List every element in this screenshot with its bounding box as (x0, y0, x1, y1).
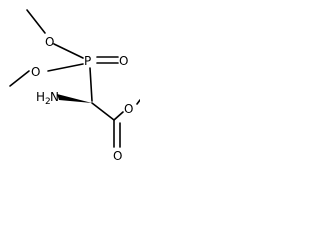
atom-n-subscript: 2 (45, 97, 51, 107)
atom-o-carbonyl: O (113, 149, 122, 163)
bond-carbonyl-carbon-o-ester (113, 111, 124, 121)
atom-n-prefix-h: H (36, 90, 45, 104)
bond-o-methoxy-1-p (53, 43, 84, 59)
bond-alpha-carbon-carbonyl-carbon (91, 102, 115, 121)
chemical-structure: O O P O H 2 N O O (9, 9, 140, 163)
atom-o-ester: O (124, 102, 133, 116)
atom-o-phosphoryl: O (119, 54, 128, 68)
atom-nitrogen: N (50, 90, 59, 104)
atom-o-methoxy-2: O (31, 65, 40, 79)
bond-o-methoxy-2-p (47, 63, 84, 72)
atom-o-methoxy-1: O (45, 35, 54, 49)
bond-o-ester-methyl (136, 99, 140, 105)
bond-methyl-o-methoxy-1 (26, 9, 46, 34)
bond-wedge-alpha-carbon-n (57, 94, 92, 103)
atom-phosphorus: P (84, 54, 91, 68)
bond-methyl-o-methoxy-2 (9, 70, 30, 87)
bond-p-alpha-carbon (89, 67, 93, 102)
